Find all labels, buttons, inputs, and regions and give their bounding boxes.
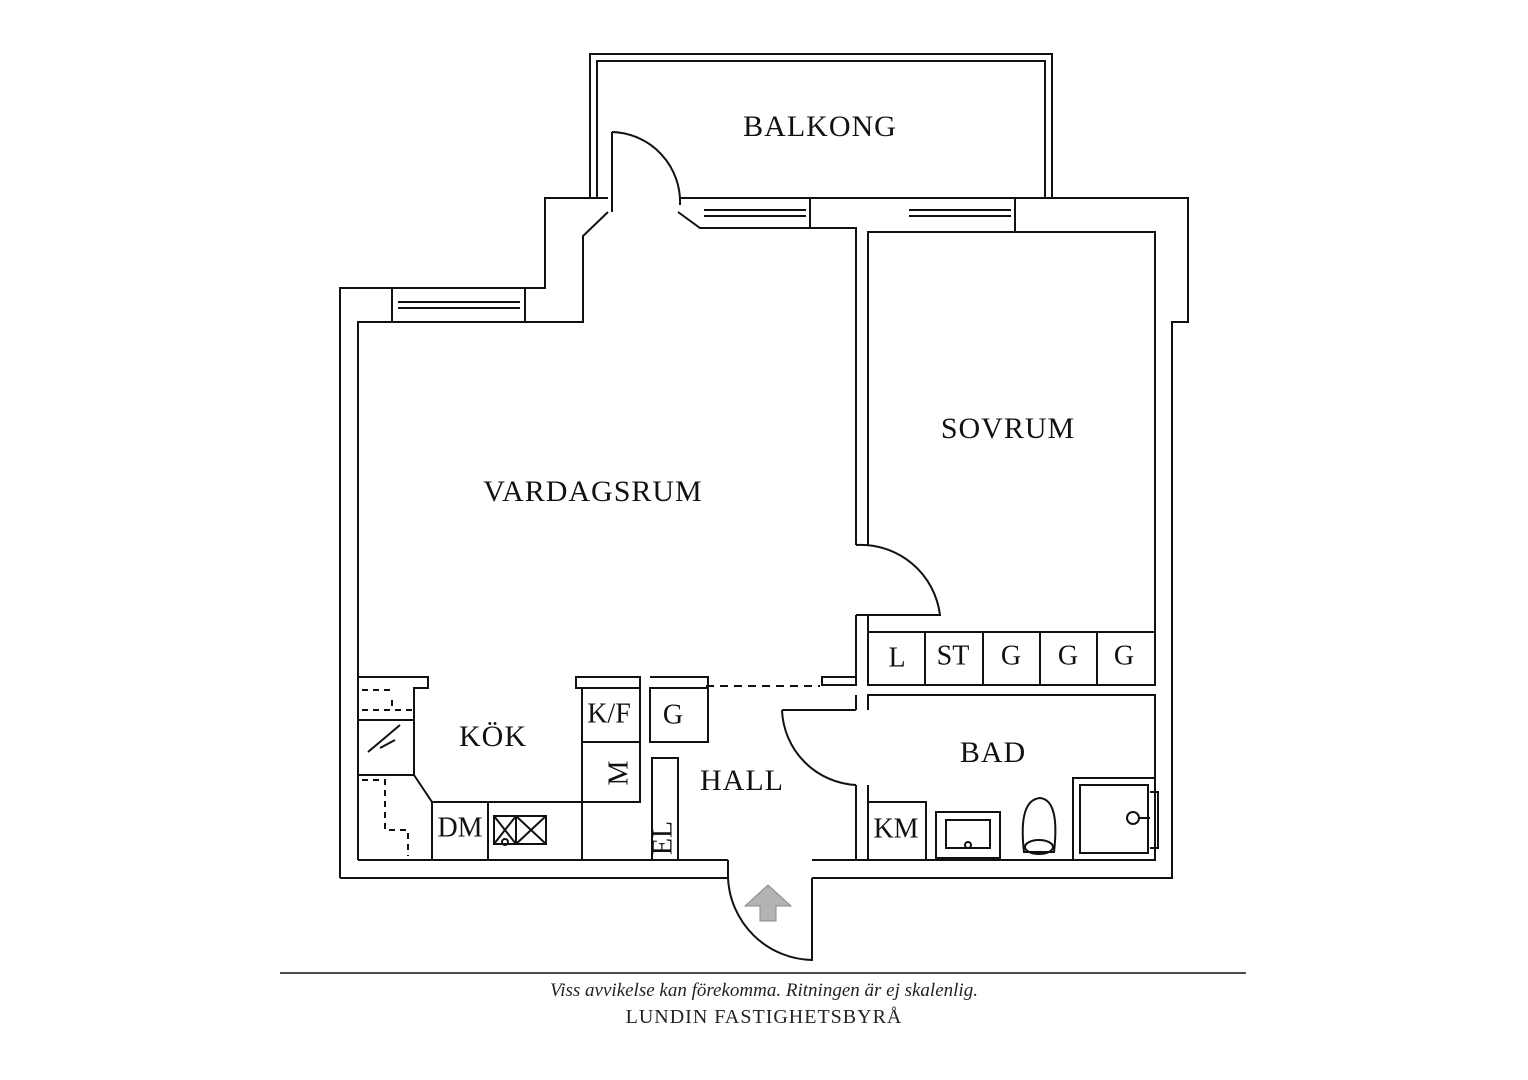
disclaimer-text: Viss avvikelse kan förekomma. Ritningen … xyxy=(550,980,978,1001)
room-label-vardagsrum: VARDAGSRUM xyxy=(483,475,703,508)
fixture-label-hall-g: G xyxy=(663,699,683,730)
bathroom-fixtures xyxy=(868,777,1159,861)
windows xyxy=(391,197,1016,323)
fixture-label-km: KM xyxy=(873,813,918,844)
fixture-label-l: L xyxy=(888,642,905,673)
fixture-label-st: ST xyxy=(937,640,970,671)
wardrobes xyxy=(868,631,1155,685)
room-label-hall: HALL xyxy=(700,764,784,797)
entrance-arrow-icon xyxy=(743,884,793,922)
fixture-label-m: M xyxy=(603,760,634,785)
fixture-label-g3: G xyxy=(1114,640,1134,671)
room-label-kok: KÖK xyxy=(459,720,527,753)
brand-name: LUNDIN FASTIGHETSBYRÅ xyxy=(625,1006,903,1028)
doors xyxy=(611,131,942,962)
room-label-bad: BAD xyxy=(960,736,1026,769)
fixture-label-kf: K/F xyxy=(587,698,631,729)
fixture-label-dm: DM xyxy=(437,812,482,843)
fixture-label-g2: G xyxy=(1058,640,1078,671)
kitchen-fixtures xyxy=(358,676,641,860)
fixture-label-g1: G xyxy=(1001,640,1021,671)
balcony xyxy=(589,53,1053,198)
fixture-label-el: EL xyxy=(647,821,678,855)
hall-fixtures xyxy=(649,676,820,861)
room-label-sovrum: SOVRUM xyxy=(941,412,1075,445)
room-label-balkong: BALKONG xyxy=(743,110,897,143)
